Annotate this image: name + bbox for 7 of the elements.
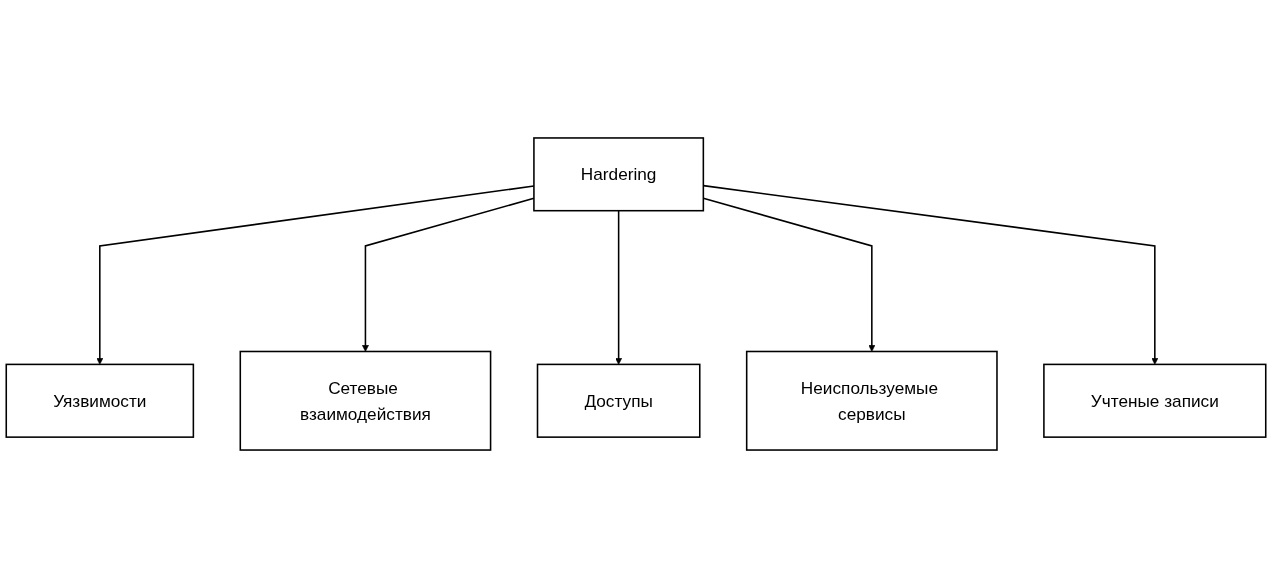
node-box: Учтеные записи (1043, 363, 1267, 438)
node-box: Сетевые взаимодействия (239, 350, 492, 451)
arrow (615, 209, 623, 365)
node-box: Доступы (536, 363, 701, 438)
node-box: Уязвимости (5, 363, 195, 438)
node-box: Неиспользуемые сервисы (745, 350, 998, 451)
node-box: Hardering (533, 136, 705, 211)
